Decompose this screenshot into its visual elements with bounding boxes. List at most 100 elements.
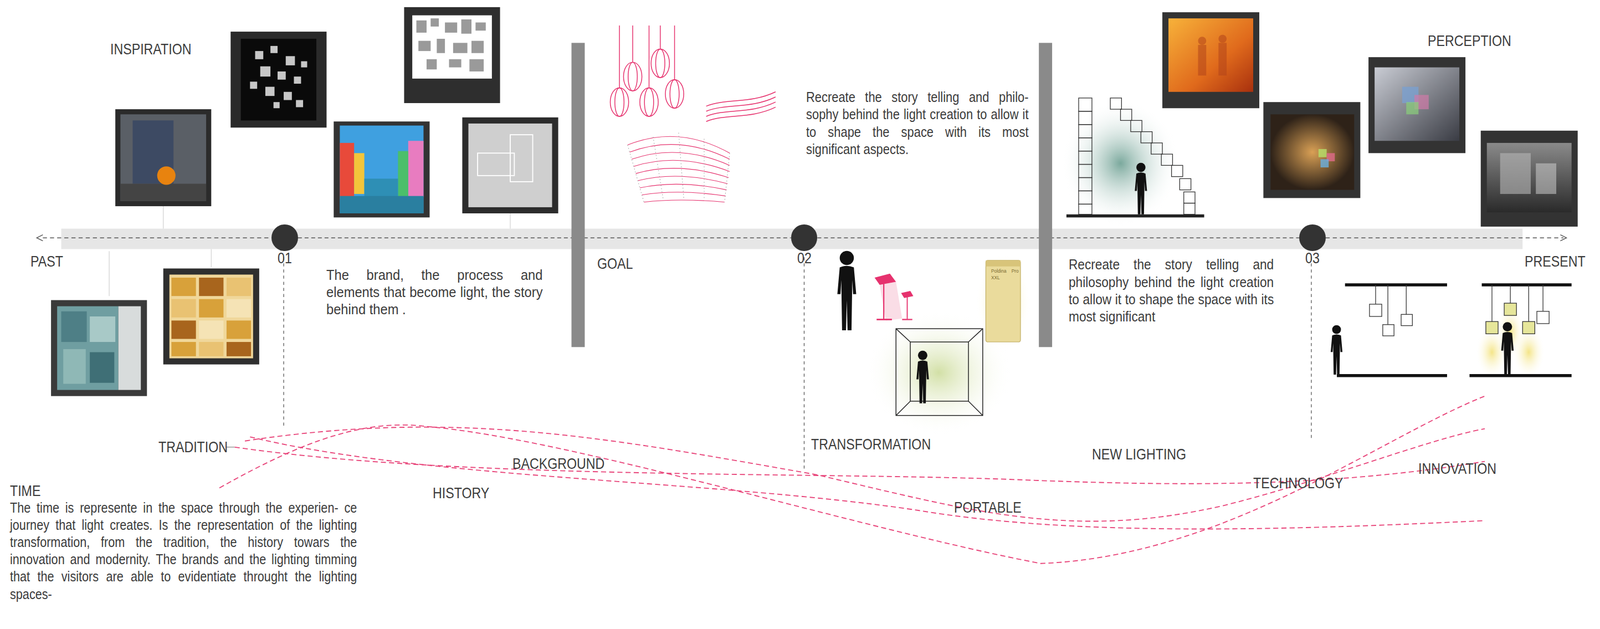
teal-glass-photo <box>57 306 119 391</box>
stair-illustration <box>1183 203 1196 215</box>
amber-glass-photo <box>171 320 196 339</box>
amber-glass-photo <box>198 320 224 339</box>
ceiling-diagram-lit <box>1504 303 1517 316</box>
canal-photo <box>339 125 424 214</box>
room-photo <box>1486 142 1572 213</box>
canal-photo <box>339 142 355 199</box>
stair-illustration <box>1066 214 1205 218</box>
floor-lamp <box>874 273 897 285</box>
amber-glass-photo <box>163 268 260 364</box>
section-title: PERCEPTION <box>1427 31 1512 50</box>
sheet-photo <box>453 42 468 53</box>
stair-illustration <box>1078 164 1092 178</box>
timeline-line <box>36 234 43 241</box>
pendant-lamps <box>650 48 670 78</box>
pendant-lamps <box>632 25 633 63</box>
timeline-end: PAST <box>30 252 64 271</box>
pendant-lamps <box>628 62 638 91</box>
ceiling-diagram-lit <box>1522 321 1535 334</box>
ceiling-diagram-lit <box>1542 284 1543 312</box>
canal-photo <box>408 140 424 197</box>
orange-photo <box>1168 18 1254 92</box>
ceiling-diagram <box>1406 284 1407 315</box>
wave-lines <box>706 91 776 122</box>
ceiling-diagram-lit <box>1469 373 1572 378</box>
cubes-photo <box>285 55 296 66</box>
warm-cube-photo <box>1270 114 1355 190</box>
warm-cube-photo <box>1263 101 1361 198</box>
pendant-lamps <box>669 79 680 109</box>
ceiling-diagram-lit <box>1536 311 1550 324</box>
glass-boxes-photo <box>510 134 533 182</box>
step-number: 02 <box>797 248 812 268</box>
theme-word: INNOVATION <box>1418 459 1497 478</box>
amber-glass-photo <box>226 320 251 339</box>
glass-boxes-photo <box>462 117 558 214</box>
light-box <box>895 401 911 416</box>
glassblower-photo <box>115 109 212 207</box>
glass-boxes-photo <box>477 152 515 176</box>
amber-glass-photo <box>198 277 224 296</box>
stair-illustration <box>1078 137 1092 152</box>
ceiling-diagram-lit <box>1469 284 1572 379</box>
description-text: The brand, the process and elements that… <box>326 266 543 319</box>
canal-photo <box>354 152 364 194</box>
orange-photo <box>1198 44 1207 76</box>
drop-line <box>283 257 284 429</box>
sheet-photo <box>475 22 486 32</box>
room-photo <box>1535 163 1557 194</box>
sheet-photo <box>436 38 445 54</box>
cubes-photo <box>260 66 271 77</box>
ceiling-diagram-lit <box>1485 284 1550 334</box>
stair-illustration <box>1078 151 1092 165</box>
theme-word: TRANSFORMATION <box>811 434 931 454</box>
orange-photo <box>1198 34 1228 76</box>
floor-lamp <box>876 318 892 321</box>
wave-lines <box>706 96 776 112</box>
theme-word: TRADITION <box>158 437 228 456</box>
light-box <box>910 341 969 402</box>
sheet-photo <box>416 20 427 33</box>
stair-illustration <box>1078 98 1092 112</box>
pendant-lamps <box>648 25 650 88</box>
portable-lamp <box>985 260 1021 342</box>
step-number: 03 <box>1305 248 1320 268</box>
cubes-photo <box>230 31 327 128</box>
timeline-line <box>1325 237 1564 238</box>
orange-photo <box>1198 36 1207 45</box>
drop-line <box>1310 257 1312 439</box>
theme-word: TECHNOLOGY <box>1253 473 1343 492</box>
stair-illustration <box>1120 109 1132 121</box>
orange-photo <box>1218 42 1227 76</box>
cubes-photo <box>230 31 327 128</box>
sheet-photo <box>416 18 486 72</box>
portable-lamp <box>975 253 1031 352</box>
perception-photo <box>1374 67 1460 142</box>
stair-illustration <box>1134 162 1147 215</box>
time-curve <box>244 427 1485 522</box>
sheet-photo <box>418 40 431 51</box>
amber-glass-photo <box>226 277 251 296</box>
stair-illustration <box>1061 98 1205 227</box>
sheet-photo <box>444 22 458 33</box>
mesh-lamp <box>631 152 730 166</box>
cubes-photo <box>249 45 307 109</box>
cubes-photo <box>295 100 304 108</box>
light-box <box>895 328 983 416</box>
wave-lines <box>706 91 776 107</box>
sheet-photo <box>448 59 461 68</box>
leader-line <box>162 206 164 229</box>
warm-cube-photo <box>1263 101 1361 198</box>
stair-illustration <box>1171 165 1183 177</box>
teal-glass-photo <box>89 316 116 342</box>
cubes-photo <box>265 86 275 97</box>
pendant-lamps <box>614 87 625 117</box>
amber-glass-photo <box>198 341 224 357</box>
note-title: TIME <box>9 481 41 500</box>
divider-bar <box>571 42 586 347</box>
floor-lamp <box>879 281 903 321</box>
theme-word: BACKGROUND <box>512 454 605 473</box>
room-photo <box>1480 130 1578 227</box>
description-text: Recreate the story telling and philo- so… <box>806 88 1029 158</box>
cubes-photo <box>300 61 307 68</box>
